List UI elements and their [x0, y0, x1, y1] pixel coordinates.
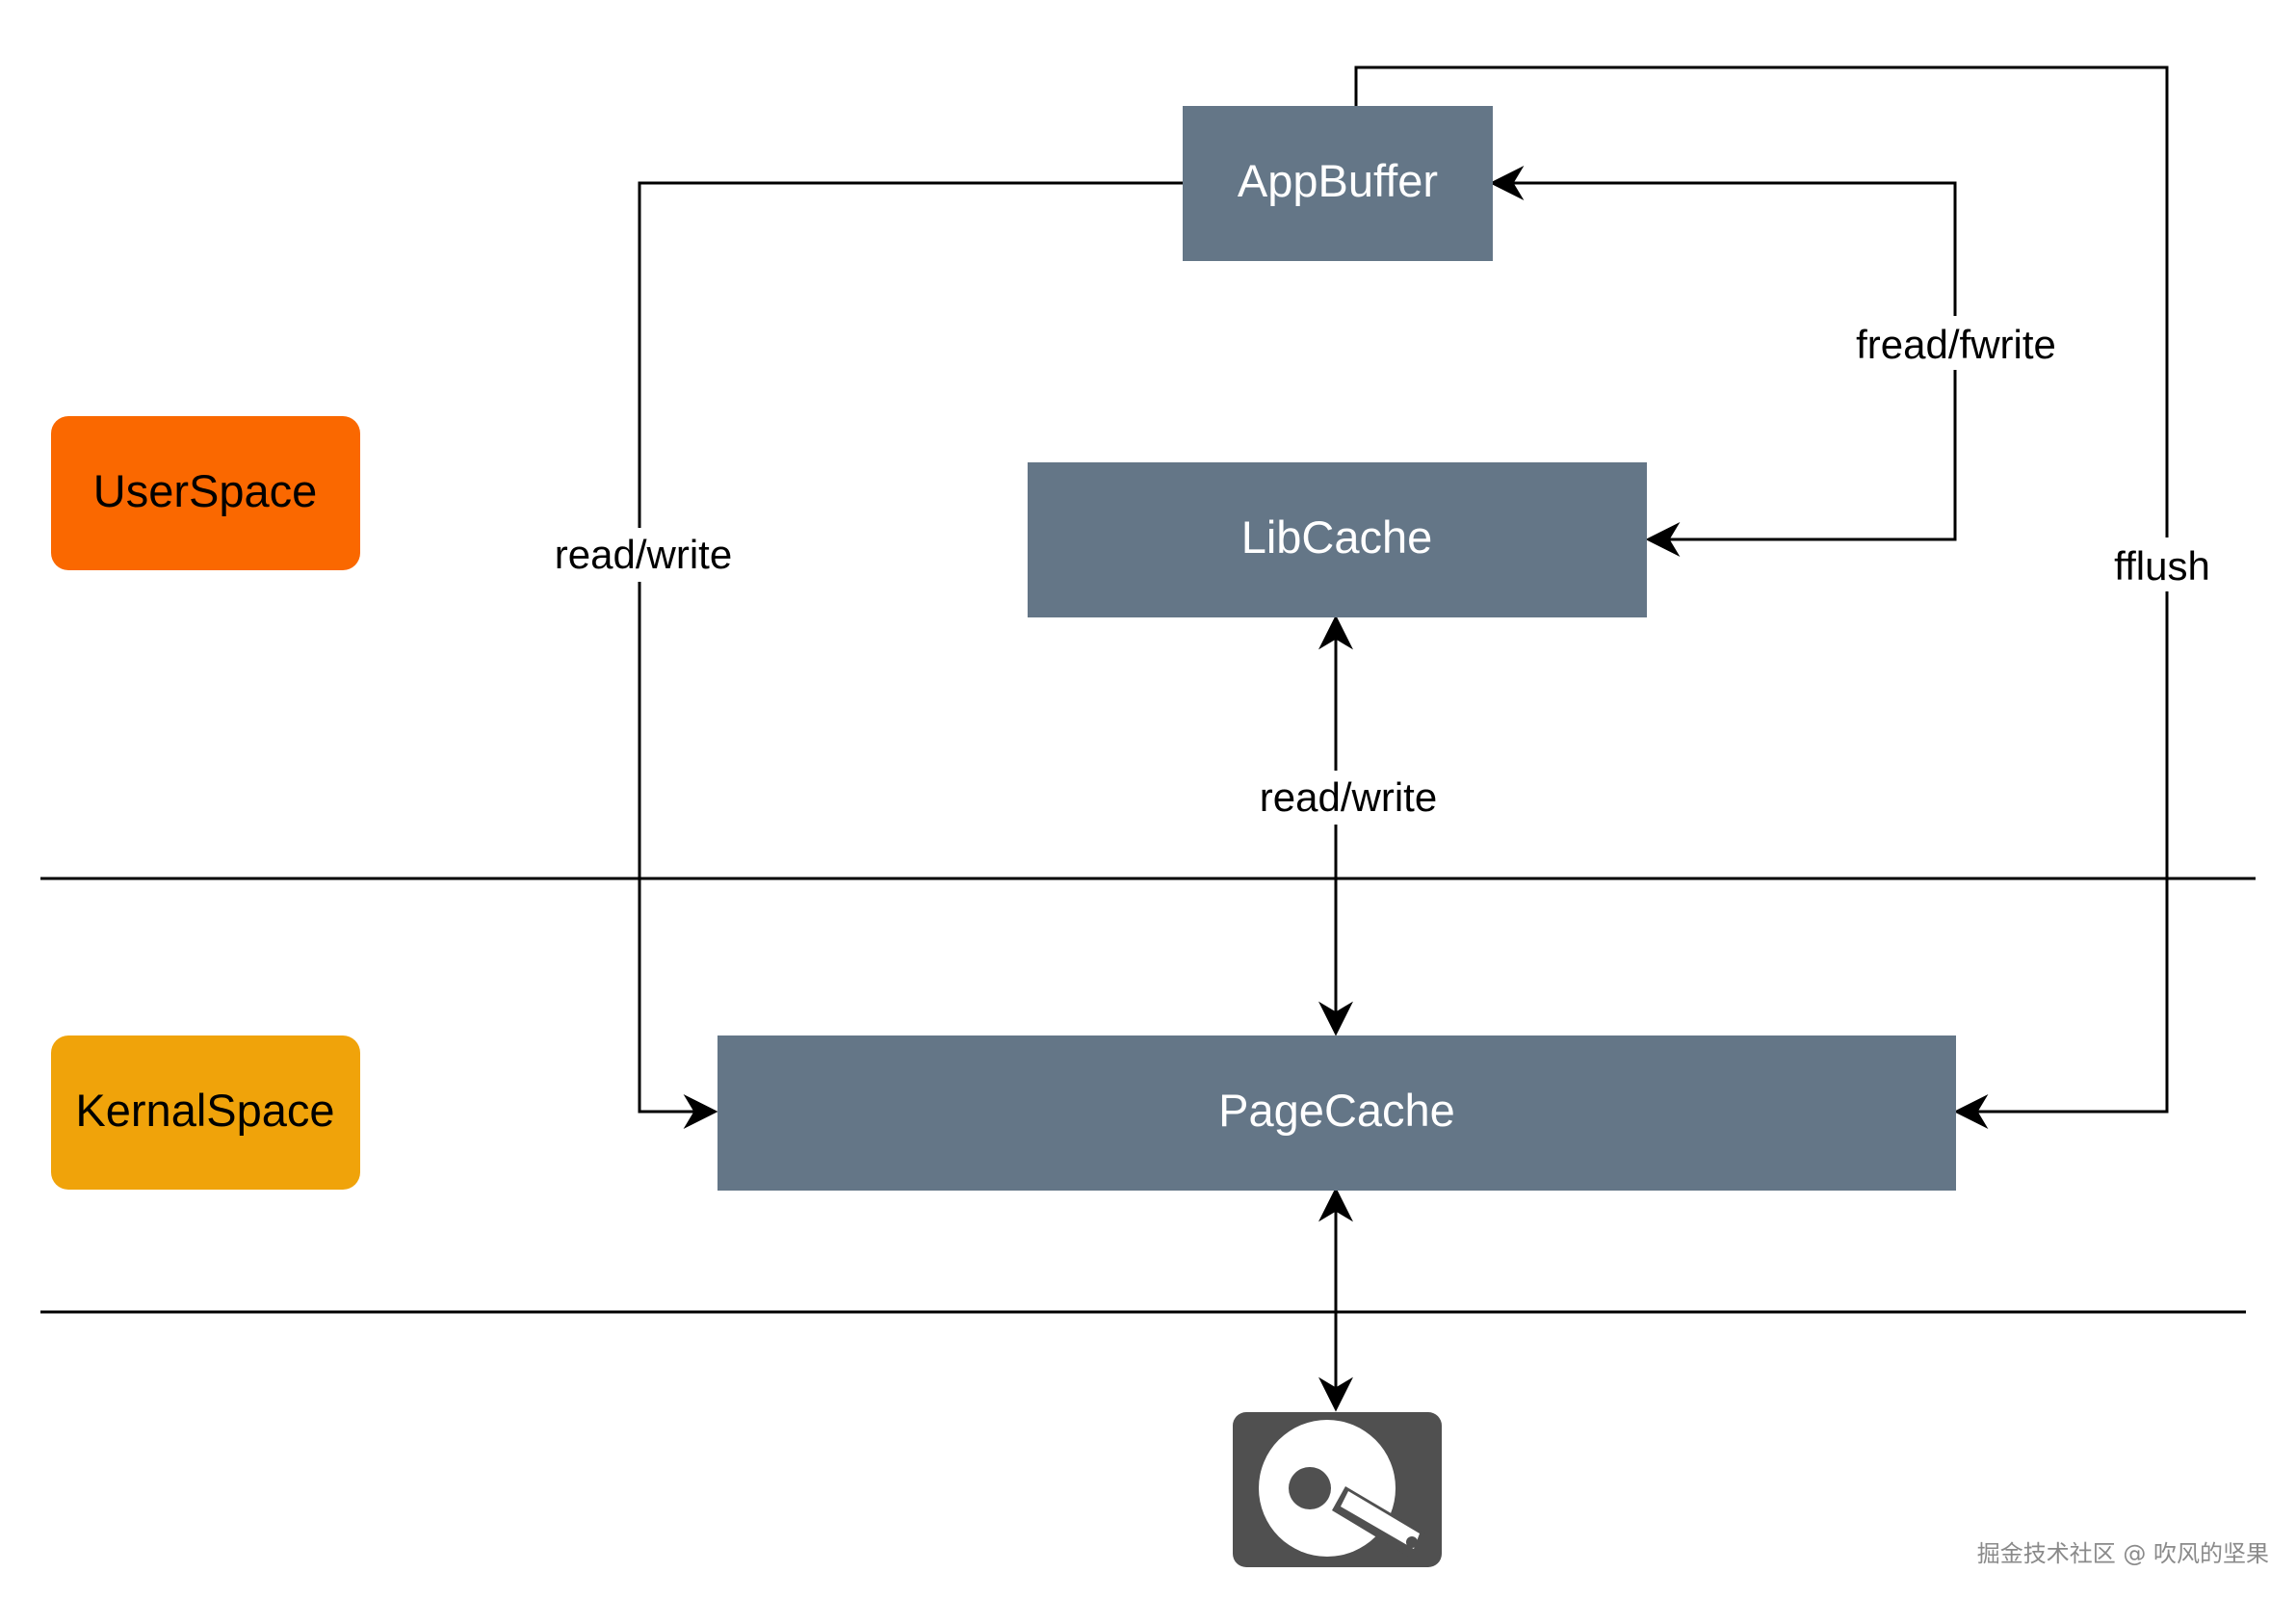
edge-label-fflush: fflush — [2114, 543, 2210, 589]
pagecache-node: PageCache — [718, 1035, 1956, 1191]
edge-label-libcache-pagecache: read/write — [1260, 774, 1437, 820]
edge-appbuffer-pagecache-readwrite — [638, 181, 1183, 1129]
kernel-space-label: KernalSpace — [75, 1085, 334, 1136]
watermark: 掘金技术社区 @ 吹风的坚果 — [1977, 1540, 2269, 1567]
edge-appbuffer-pagecache-fflush — [1354, 66, 2169, 1129]
libcache-node: LibCache — [1028, 462, 1647, 617]
edge-label-appbuffer-pagecache: read/write — [555, 532, 732, 577]
appbuffer-label: AppBuffer — [1238, 155, 1438, 206]
kernel-space-region-label: KernalSpace — [51, 1035, 360, 1190]
hard-disk-icon — [1233, 1412, 1442, 1567]
user-space-label: UserSpace — [93, 465, 318, 516]
user-space-region-label: UserSpace — [51, 416, 360, 570]
pagecache-label: PageCache — [1218, 1085, 1455, 1136]
libcache-label: LibCache — [1241, 511, 1433, 563]
appbuffer-node: AppBuffer — [1183, 106, 1493, 261]
edge-label-appbuffer-libcache: fread/fwrite — [1856, 322, 2056, 367]
